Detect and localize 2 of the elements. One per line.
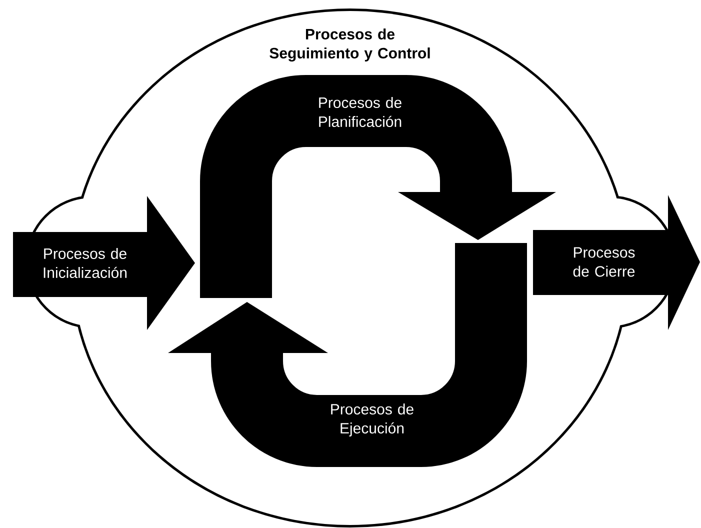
node-label: Procesos de Planificación (319, 96, 402, 128)
node-label: Procesos de Ejecución (331, 404, 414, 436)
